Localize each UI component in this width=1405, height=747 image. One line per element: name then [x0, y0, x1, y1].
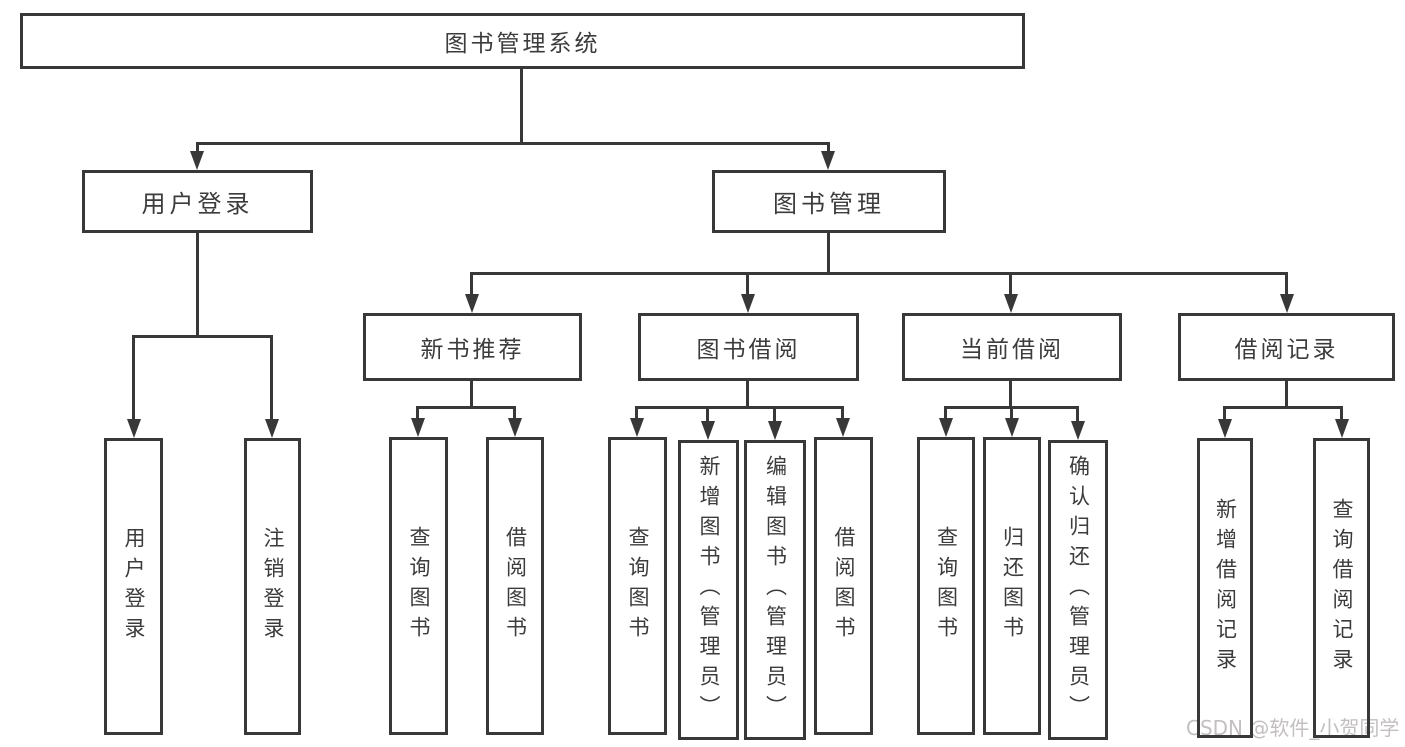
connector-borrow-stem: [746, 379, 749, 408]
connector-drop: [1076, 406, 1079, 423]
connector-root-stem: [520, 69, 523, 143]
leaf-query-books-recommend: 查询图书: [389, 437, 448, 735]
leaf-query-books-current: 查询图书: [917, 437, 975, 735]
connector-records-rail: [1223, 406, 1343, 409]
connector-drop: [1009, 272, 1012, 295]
leaf-borrow-books: 借阅图书: [814, 437, 873, 735]
arrow-down-icon: [1218, 419, 1232, 438]
connector-user-login-stem: [196, 233, 199, 336]
arrow-down-icon: [465, 294, 479, 313]
arrow-down-icon: [127, 419, 141, 438]
node-user-login: 用户登录: [82, 170, 313, 233]
connector-drop: [470, 272, 473, 295]
connector-drop: [196, 142, 199, 153]
connector-drop: [944, 406, 947, 420]
connector-user-login-rail: [132, 335, 273, 338]
arrow-down-icon: [1335, 419, 1349, 438]
node-book-borrowing: 图书借阅: [638, 313, 859, 381]
leaf-query-books-recommend-label: 查询图书: [407, 526, 431, 646]
leaf-logout-label: 注销登录: [261, 526, 285, 647]
node-current-borrowing: 当前借阅: [902, 313, 1122, 381]
connector-drop: [1010, 406, 1013, 420]
leaf-query-borrow-record-label: 查询借阅记录: [1330, 498, 1354, 678]
leaf-confirm-return-admin-label: 确认归还（管理员）: [1066, 455, 1091, 725]
arrow-down-icon: [768, 421, 782, 440]
leaf-user-login: 用户登录: [104, 438, 163, 735]
node-new-book-recommendation-label: 新书推荐: [420, 337, 525, 363]
connector-drop: [841, 406, 844, 420]
connector-recommend-stem: [470, 379, 473, 408]
arrow-down-icon: [1280, 294, 1294, 313]
leaf-logout: 注销登录: [244, 438, 301, 735]
leaf-edit-book-admin-label: 编辑图书（管理员）: [763, 455, 788, 725]
leaf-query-books-borrow-label: 查询图书: [626, 526, 650, 646]
arrow-down-icon: [411, 418, 425, 437]
arrow-down-icon: [508, 418, 522, 437]
connector-drop: [132, 335, 135, 420]
connector-borrow-rail: [635, 406, 844, 409]
connector-drop: [773, 406, 776, 423]
leaf-borrow-books-recommend-label: 借阅图书: [503, 526, 528, 646]
node-root: 图书管理系统: [20, 13, 1025, 69]
arrow-down-icon: [1071, 421, 1085, 440]
node-current-borrowing-label: 当前借阅: [960, 337, 1064, 363]
arrow-down-icon: [190, 151, 204, 170]
connector-drop: [513, 406, 516, 420]
node-borrowing-records-label: 借阅记录: [1234, 337, 1339, 363]
leaf-borrow-books-recommend: 借阅图书: [486, 437, 544, 735]
arrow-down-icon: [1005, 418, 1019, 437]
leaf-add-book-admin-label: 新增图书（管理员）: [697, 455, 721, 725]
leaf-user-login-label: 用户登录: [122, 526, 146, 647]
node-root-label: 图书管理系统: [444, 31, 601, 57]
arrow-down-icon: [265, 419, 279, 438]
arrow-down-icon: [939, 418, 953, 437]
arrow-down-icon: [836, 418, 850, 437]
arrow-down-icon: [821, 151, 835, 170]
leaf-add-borrow-record: 新增借阅记录: [1197, 438, 1253, 738]
connector-drop: [1285, 272, 1288, 295]
node-new-book-recommendation: 新书推荐: [363, 313, 582, 381]
leaf-add-book-admin: 新增图书（管理员）: [678, 440, 739, 740]
node-book-management: 图书管理: [712, 170, 946, 233]
connector-records-stem: [1285, 379, 1288, 408]
arrow-down-icon: [741, 294, 755, 313]
node-user-login-label: 用户登录: [141, 190, 254, 218]
leaf-borrow-books-label: 借阅图书: [832, 526, 856, 646]
connector-drop: [1340, 406, 1343, 420]
connector-drop: [827, 142, 830, 153]
connector-drop: [270, 335, 273, 420]
connector-drop: [746, 272, 749, 295]
connector-recommend-rail: [416, 406, 516, 409]
arrow-down-icon: [1004, 294, 1018, 313]
leaf-query-borrow-record: 查询借阅记录: [1313, 438, 1370, 738]
connector-current-stem: [1009, 379, 1012, 408]
connector-drop: [635, 406, 638, 420]
arrow-down-icon: [630, 418, 644, 437]
connector-level2-rail: [470, 272, 1288, 275]
leaf-query-books-borrow: 查询图书: [608, 437, 667, 735]
arrow-down-icon: [701, 421, 715, 440]
leaf-confirm-return-admin: 确认归还（管理员）: [1048, 440, 1108, 740]
watermark: CSDN @软件_小贺同学: [1186, 716, 1400, 740]
leaf-query-books-current-label: 查询图书: [934, 526, 959, 646]
leaf-return-books: 归还图书: [983, 437, 1041, 735]
connector-book-mgmt-stem: [827, 233, 830, 274]
node-borrowing-records: 借阅记录: [1178, 313, 1395, 381]
leaf-return-books-label: 归还图书: [1000, 526, 1025, 646]
connector-drop: [706, 406, 709, 423]
connector-drop: [1223, 406, 1226, 420]
node-book-borrowing-label: 图书借阅: [696, 337, 801, 363]
connector-level1-rail: [196, 142, 830, 145]
leaf-edit-book-admin: 编辑图书（管理员）: [744, 440, 806, 740]
node-book-management-label: 图书管理: [773, 190, 885, 218]
leaf-add-borrow-record-label: 新增借阅记录: [1213, 498, 1238, 678]
connector-drop: [416, 406, 419, 420]
